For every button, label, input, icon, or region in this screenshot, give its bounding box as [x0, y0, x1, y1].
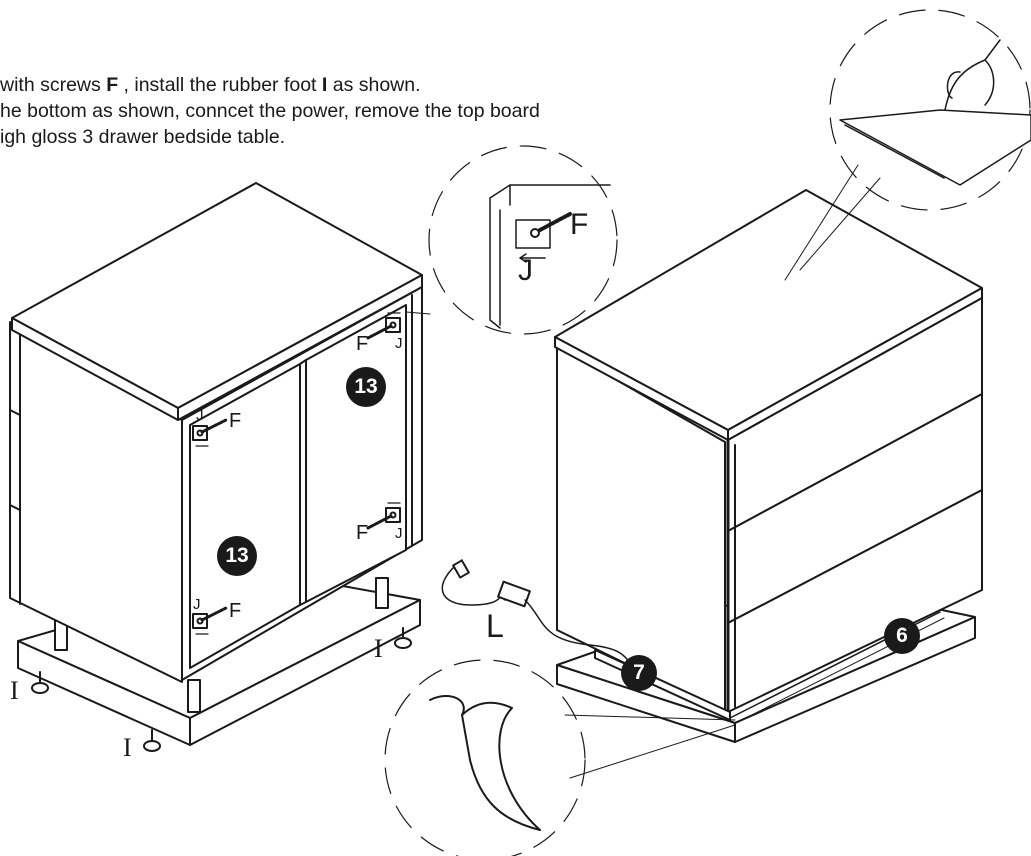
bracket-3: [366, 312, 401, 340]
label-screw-f-1: F: [229, 410, 242, 432]
instructions-text: with screws F , install the rubber foot …: [0, 72, 540, 150]
power-adapter: [441, 559, 636, 671]
badge-led-strip: 6: [884, 618, 920, 654]
rubber-foot-1: [31, 671, 49, 694]
badge-led-strip-text: 6: [896, 624, 908, 647]
left-base-side: [189, 599, 421, 746]
instruction-line-1: with screws F , install the rubber foot …: [0, 74, 421, 96]
badge-back-panel-1-text: 13: [354, 375, 378, 398]
bracket-4: [366, 502, 401, 530]
rubber-foot-2: [143, 729, 161, 752]
peel-film-callout: [784, 9, 1031, 281]
instruction-line-2: he bottom as shown, conncet the power, r…: [0, 100, 540, 122]
instruction-line-3: igh gloss 3 drawer bedside table.: [0, 126, 286, 148]
label-screw-f-3: F: [356, 333, 369, 355]
badge-back-panel-2-text: 13: [225, 544, 249, 567]
label-screw-f-2: F: [229, 600, 242, 622]
label-bracket-j-4: J: [395, 525, 403, 542]
hand-icon: [944, 39, 1001, 111]
left-leg-3: [375, 577, 389, 609]
label-bracket-j-2: J: [193, 596, 201, 613]
badge-led-controller: 7: [621, 655, 657, 691]
adapter-body: [497, 580, 531, 608]
tape-detail-callout: [384, 659, 736, 856]
badge-back-panel-2: 13: [217, 536, 257, 576]
label-bracket-j-3: J: [395, 335, 403, 352]
label-power-adapter-l: L: [486, 608, 504, 644]
label-bracket-j-detail: J: [518, 254, 533, 287]
badge-led-controller-text: 7: [633, 661, 645, 684]
bracket-1: [192, 418, 228, 447]
label-bracket-j-1: J: [196, 407, 204, 424]
badge-back-panel-1: 13: [346, 367, 386, 407]
right-cabinet: [554, 189, 983, 743]
label-screw-f-4: F: [356, 522, 369, 544]
rubber-foot-3: [394, 627, 412, 649]
bracket-2: [192, 606, 228, 635]
label-foot-i-3: I: [374, 634, 383, 663]
label-foot-i-1: I: [10, 676, 19, 705]
label-foot-i-2: I: [123, 733, 132, 762]
bracket-detail-block: [515, 219, 551, 249]
label-screw-f-detail: F: [570, 208, 589, 241]
direction-arrow: [519, 253, 546, 263]
left-cabinet: [9, 182, 423, 752]
left-leg-2: [187, 679, 201, 713]
bracket-detail-callout: [405, 145, 618, 335]
